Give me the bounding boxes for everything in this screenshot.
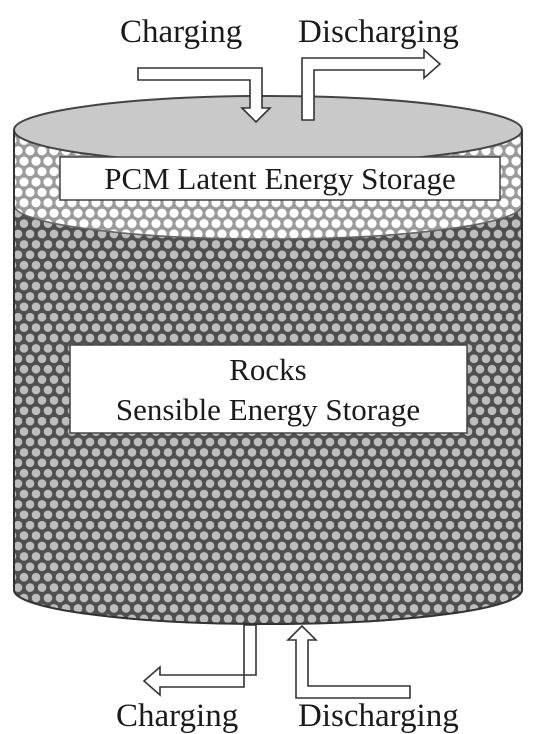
tank-top <box>13 95 523 165</box>
tank-outline <box>13 130 523 625</box>
bottom-discharging-label: Discharging <box>298 698 459 734</box>
top-charging-label: Charging <box>120 14 242 50</box>
rock-label-box <box>69 344 468 434</box>
rock-label-line1: Rocks <box>229 352 307 387</box>
top-discharging-label: Discharging <box>298 14 459 50</box>
top-discharging-arrow <box>301 48 442 121</box>
bottom-charging-label: Charging <box>116 698 238 734</box>
pcm-label-box <box>59 156 501 201</box>
rock-label-line2: Sensible Energy Storage <box>116 392 420 427</box>
pcm-label: PCM Latent Energy Storage <box>104 161 456 196</box>
top-charging-arrow <box>137 67 272 124</box>
bottom-charging-arrow <box>142 624 257 697</box>
bottom-discharging-arrow <box>286 624 411 699</box>
